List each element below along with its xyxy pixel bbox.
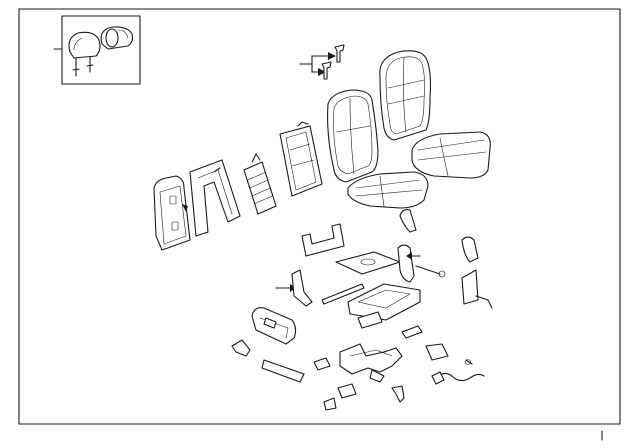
seatback-frame: [279, 121, 323, 197]
bracket-small-center: [313, 357, 331, 371]
headrest-front-part: [68, 31, 101, 77]
seat-pan: [335, 251, 401, 275]
rear-back-panel: [153, 175, 191, 251]
seat-cushion-pad: [347, 171, 429, 209]
seat-frame-center: [347, 283, 421, 329]
adjuster-cable: [321, 283, 365, 305]
switch-bezel: [401, 325, 423, 339]
seat-adjuster-track: [339, 343, 449, 383]
clip-left: [231, 339, 251, 357]
trim-handle: [261, 359, 305, 383]
recliner-cover-upper: [399, 209, 417, 233]
headrest-rear-part: [100, 26, 134, 50]
lumbar-support: [243, 153, 277, 215]
side-shield: [251, 307, 297, 345]
small-bracket-left: [275, 269, 313, 307]
bracket-bottom: [337, 383, 357, 399]
bolt-bottom: [391, 385, 405, 403]
seatback-cover: [379, 50, 432, 141]
seat-bracket: [301, 223, 345, 257]
clip-bottom: [323, 397, 337, 411]
recliner-side-cover: [397, 244, 446, 283]
seatback-cushion: [327, 89, 379, 183]
headrest-inset: [53, 15, 141, 85]
headrest-guides: [299, 44, 345, 80]
wire-harness: [431, 359, 485, 385]
seatback-side-frame: [189, 159, 241, 237]
diagram-frame: [18, 8, 621, 441]
seat-cushion-cover: [411, 131, 491, 179]
side-trim-right: [461, 236, 493, 309]
